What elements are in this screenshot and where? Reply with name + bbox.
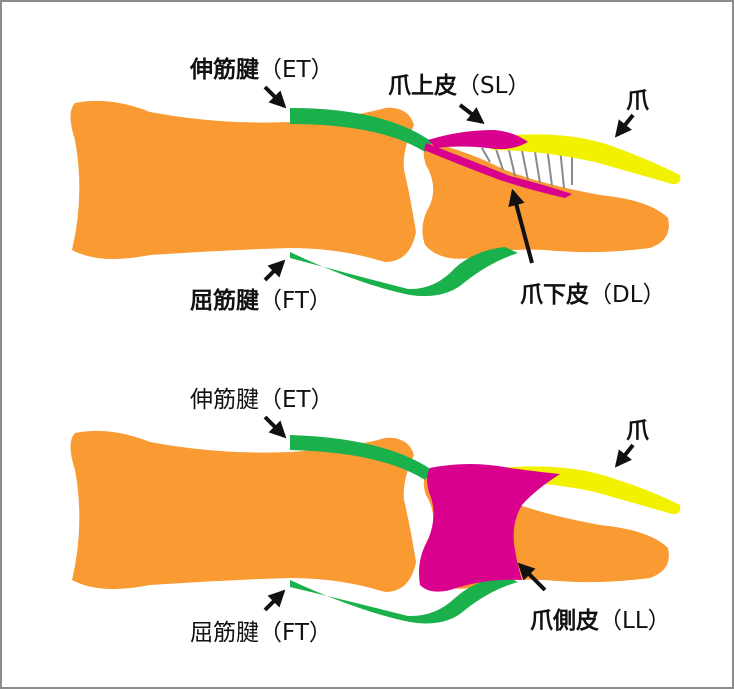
arrow-nail-bottom [617, 445, 633, 465]
superficial-ligament [428, 130, 528, 149]
top-panel: 伸筋腱（ET） 爪上皮（SL） 爪 屈筋腱（FT） 爪下皮（DL） [71, 56, 681, 314]
label-ll-bottom: 爪側皮（LL） [530, 608, 671, 634]
label-nail-top: 爪 [626, 88, 650, 114]
label-ft-top: 屈筋腱（FT） [190, 287, 332, 314]
arrow-et-top [265, 87, 284, 106]
label-sl-top: 爪上皮（SL） [388, 73, 530, 99]
arrow-nail-top [617, 115, 633, 135]
label-nail-bottom: 爪 [626, 418, 650, 444]
arrow-et-bottom [265, 417, 284, 436]
label-et-bottom: 伸筋腱（ET） [190, 387, 334, 413]
label-ft-bottom: 屈筋腱（FT） [190, 620, 332, 646]
bottom-panel: 伸筋腱（ET） 爪 屈筋腱（FT） 爪側皮（LL） [71, 387, 681, 646]
arrow-sl-top [460, 105, 482, 122]
label-et-top: 伸筋腱（ET） [189, 56, 334, 83]
arrow-ft-top [265, 262, 283, 280]
arrow-ft-bottom [265, 592, 283, 610]
label-dl-top: 爪下皮（DL） [520, 282, 666, 308]
